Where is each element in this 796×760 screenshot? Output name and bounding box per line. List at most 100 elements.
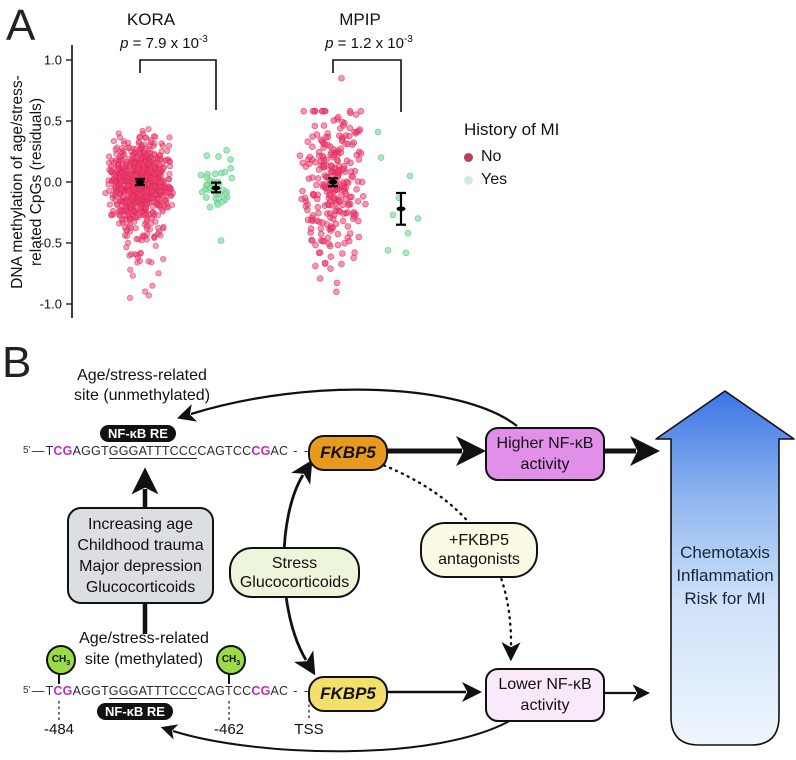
scatter-point (349, 173, 357, 181)
scatter-point (147, 165, 154, 172)
scatter-point (221, 168, 229, 176)
stress-line1: Stress (271, 554, 318, 572)
scatter-point (160, 223, 167, 231)
scatter-point (157, 232, 164, 239)
nfkb-re-badge-top: NF-κB RE (100, 425, 176, 442)
scatter-point (152, 218, 159, 225)
scatter-point (313, 195, 321, 203)
risk-arrow-text: Chemotaxis Inflammation Risk for MI (658, 541, 792, 610)
scatter-point (342, 190, 350, 197)
scatter-point (338, 137, 346, 145)
scatter-point (296, 152, 304, 160)
scatter-point (338, 75, 345, 82)
scatter-point (346, 230, 354, 237)
methylated-caption-line2: site (methylated) (84, 651, 204, 668)
scatter-point (167, 163, 174, 170)
pvalue-mpip-exp: -3 (403, 34, 413, 45)
sequence-dash: — (31, 684, 45, 698)
scatter-point (141, 141, 148, 148)
scatter-point (149, 282, 156, 289)
scatter-point (162, 189, 169, 196)
scatter-point (402, 249, 410, 257)
scatter-point (316, 152, 323, 160)
scatter-point (117, 207, 124, 214)
risk-factor-line4: Glucocorticoids (85, 578, 196, 596)
scatter-point (113, 144, 121, 151)
significance-bracket (139, 59, 217, 110)
sequence-cpg: CG (251, 684, 271, 698)
scatter-point (206, 203, 214, 211)
risk-factor-line3: Major depression (79, 557, 202, 575)
scatter-point (105, 153, 113, 160)
scatter-point (198, 188, 206, 196)
scatter-point (348, 193, 355, 201)
scatter-point (352, 130, 360, 137)
scatter-point (125, 156, 132, 163)
scatter-point (116, 212, 124, 219)
sequence-bases: AC (270, 444, 289, 458)
scatter-point (307, 225, 315, 232)
scatter-point (110, 138, 117, 145)
scatter-point (326, 210, 334, 217)
methylated-caption-line1: Age/stress-related (79, 630, 209, 647)
scatter-point (148, 188, 155, 195)
risk-factor-line1: Increasing age (88, 515, 193, 533)
scatter-point (313, 181, 320, 189)
pvalue-mpip-eq: = 1.2 x 10 (333, 35, 404, 52)
pvalue-mpip: p = 1.2 x 10-3 (325, 34, 413, 52)
scatter-point (326, 191, 334, 198)
scatter-point (126, 164, 134, 171)
scatter-point (139, 127, 146, 134)
ch3-right-text: CH3 (221, 653, 241, 667)
scatter-point (374, 128, 382, 136)
legend-item-no: No (464, 148, 559, 166)
scatter-point (354, 198, 362, 205)
scatter-point (340, 165, 348, 173)
scatter-point (227, 164, 235, 172)
scatter-point (111, 159, 118, 166)
scatter-point (166, 134, 173, 141)
scatter-point (308, 143, 316, 151)
scatter-point (305, 175, 313, 183)
scatter-point (148, 194, 155, 202)
risk-text-line1: Chemotaxis (680, 543, 770, 562)
scatter-point (126, 294, 134, 301)
scatter-point (145, 126, 152, 133)
scatter-point (337, 149, 345, 157)
scatter-point (316, 249, 324, 256)
scatter-point (197, 171, 205, 179)
error-bar (135, 177, 145, 187)
scatter-point (333, 288, 340, 296)
sequence-cpg: CG (251, 444, 271, 458)
scatter-point (384, 247, 392, 254)
error-bar (328, 177, 338, 188)
scatter-point (169, 189, 176, 197)
unmethylated-caption: Age/stress-related site (unmethylated) (37, 366, 247, 405)
coord-label-484: -484 (43, 721, 75, 738)
pvalue-kora-stat: p (120, 35, 129, 52)
scatter-point (155, 270, 162, 277)
scatter-point (158, 148, 165, 155)
scatter-point (135, 138, 143, 145)
scatter-point (115, 130, 122, 137)
scatter-point (347, 168, 355, 175)
y-tick-label: 0.5 (44, 114, 62, 129)
scatter-point (345, 132, 353, 140)
scatter-point (319, 219, 326, 226)
scatter-point (355, 156, 363, 163)
scatter-point (203, 174, 211, 181)
scatter-point (304, 216, 312, 224)
pvalue-kora-eq: = 7.9 x 10 (128, 35, 199, 52)
scatter-point (143, 193, 150, 200)
scatter-point (339, 217, 347, 225)
scatter-point (151, 234, 158, 241)
scatter-point (306, 153, 314, 161)
higher-activity-box: Higher NF-κB activity (485, 427, 605, 481)
scatter-point (299, 187, 306, 195)
scatter-point (304, 138, 312, 146)
legend-label-no: No (481, 148, 502, 165)
scatter-point (110, 176, 117, 183)
scatter-point (340, 122, 347, 129)
scatter-point (404, 229, 412, 237)
panel-kora (102, 59, 236, 301)
